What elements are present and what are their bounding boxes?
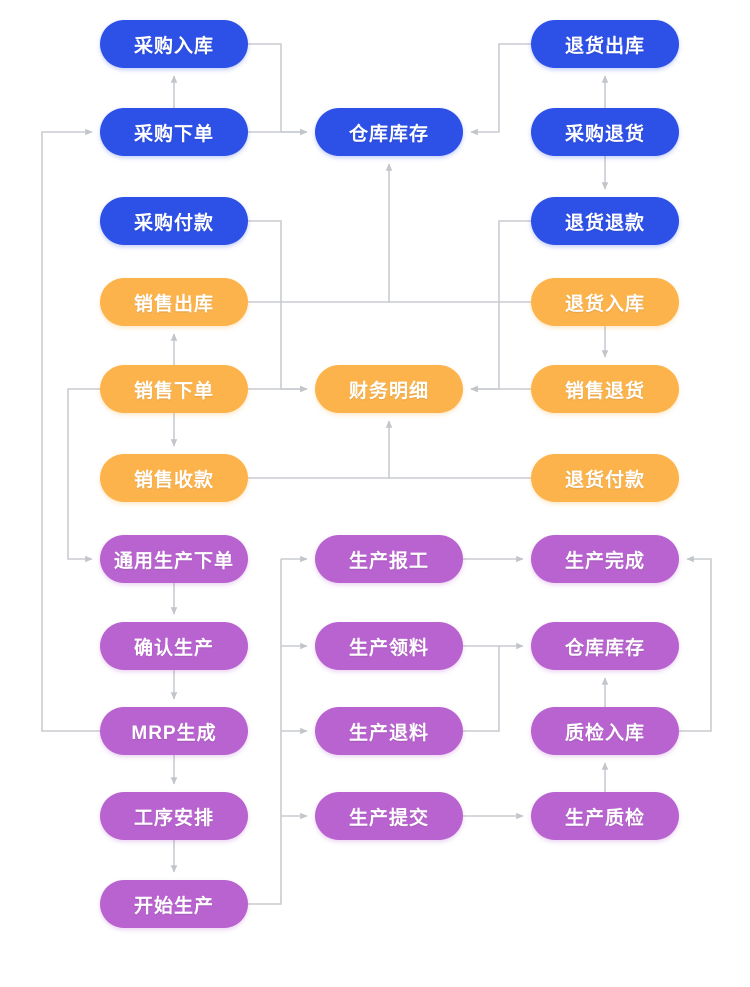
node-production-qc[interactable]: 生产质检 — [531, 792, 679, 840]
edge-n21-n3 — [41, 128, 100, 732]
node-return-refund[interactable]: 退货退款 — [531, 197, 679, 245]
edge-n23-n17 — [679, 555, 712, 732]
node-return-payment[interactable]: 退货付款 — [531, 454, 679, 502]
node-purchase-return[interactable]: 采购退货 — [531, 108, 679, 156]
node-purchase-order[interactable]: 采购下单 — [100, 108, 248, 156]
node-return-outbound[interactable]: 退货出库 — [531, 20, 679, 68]
node-general-production-order[interactable]: 通用生产下单 — [100, 535, 248, 583]
node-material-return[interactable]: 生产退料 — [315, 707, 463, 755]
node-sales-return[interactable]: 销售退货 — [531, 365, 679, 413]
node-confirm-production[interactable]: 确认生产 — [100, 622, 248, 670]
edge-n13-n11 — [248, 420, 393, 479]
edge-n7-n11 — [470, 220, 531, 393]
edge-n22-n20 — [463, 646, 500, 732]
node-production-complete[interactable]: 生产完成 — [531, 535, 679, 583]
edge-n10-n15 — [67, 388, 100, 563]
node-sales-outbound[interactable]: 销售出库 — [100, 278, 248, 326]
node-process-schedule[interactable]: 工序安排 — [100, 792, 248, 840]
node-mrp-generate[interactable]: MRP生成 — [100, 707, 248, 755]
node-sales-receipt[interactable]: 销售收款 — [100, 454, 248, 502]
node-sales-order[interactable]: 销售下单 — [100, 365, 248, 413]
node-production-report[interactable]: 生产报工 — [315, 535, 463, 583]
node-purchase-inbound[interactable]: 采购入库 — [100, 20, 248, 68]
edge-n8-n4 — [248, 163, 393, 303]
node-warehouse-stock-top[interactable]: 仓库库存 — [315, 108, 463, 156]
edge-n6-n11 — [248, 220, 308, 393]
node-purchase-payment[interactable]: 采购付款 — [100, 197, 248, 245]
edge-n1-n4 — [248, 43, 308, 136]
node-start-production[interactable]: 开始生产 — [100, 880, 248, 928]
node-material-issue[interactable]: 生产领料 — [315, 622, 463, 670]
node-warehouse-stock-bottom[interactable]: 仓库库存 — [531, 622, 679, 670]
node-production-submit[interactable]: 生产提交 — [315, 792, 463, 840]
node-return-inbound[interactable]: 退货入库 — [531, 278, 679, 326]
node-finance-detail[interactable]: 财务明细 — [315, 365, 463, 413]
node-qc-inbound[interactable]: 质检入库 — [531, 707, 679, 755]
edge-n27-bus — [248, 559, 282, 905]
edge-n2-n4 — [470, 43, 531, 136]
